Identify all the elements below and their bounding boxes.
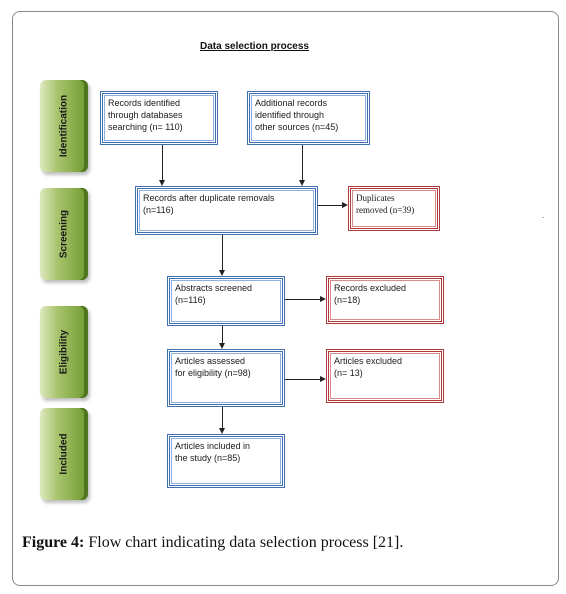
diagram-title: Data selection process xyxy=(200,41,309,52)
connector-line xyxy=(222,407,223,428)
box-duplicates-removed: Duplicates removed (n=39) xyxy=(348,186,440,231)
box-line: (n=18) xyxy=(334,295,361,305)
stage-eligibility: Eligibility xyxy=(34,306,88,398)
connector-line xyxy=(222,235,223,270)
box-articles-assessed: Articles assessed for eligibility (n=98) xyxy=(167,349,285,407)
stage-screening: Screening xyxy=(34,188,88,280)
arrow-head xyxy=(342,202,348,208)
box-line: Records excluded xyxy=(334,283,407,293)
figure-caption: Figure 4: Flow chart indicating data sel… xyxy=(22,534,403,552)
box-line: other sources (n=45) xyxy=(255,122,339,132)
box-line: Duplicates xyxy=(356,193,395,203)
box-line: for eligibility (n=98) xyxy=(175,368,251,378)
box-line: Abstracts screened xyxy=(175,283,253,293)
box-records-excluded: Records excluded (n=18) xyxy=(326,276,444,324)
box-line: identified through xyxy=(255,110,325,120)
stray-mark: . xyxy=(542,211,545,220)
box-line: Records identified xyxy=(108,98,181,108)
box-abstracts-screened: Abstracts screened (n=116) xyxy=(167,276,285,326)
connector-line xyxy=(162,145,163,180)
arrow-head xyxy=(219,270,225,276)
stage-label: Identification xyxy=(58,94,70,158)
caption-label: Figure 4: xyxy=(22,534,85,551)
box-line: searching (n= 110) xyxy=(108,122,183,132)
box-line: (n=116) xyxy=(143,205,174,215)
arrow-head xyxy=(299,180,305,186)
box-line: Records after duplicate removals xyxy=(143,193,275,203)
box-line: through databases xyxy=(108,110,183,120)
box-line: removed (n=39) xyxy=(356,205,415,215)
caption-text: Flow chart indicating data selection pro… xyxy=(84,534,404,551)
stage-identification: Identification xyxy=(34,80,88,172)
connector-line xyxy=(318,205,342,206)
box-additional-records: Additional records identified through ot… xyxy=(247,91,370,145)
connector-line xyxy=(285,379,320,380)
connector-line xyxy=(222,326,223,343)
arrow-head xyxy=(159,180,165,186)
box-records-identified: Records identified through databases sea… xyxy=(100,91,218,145)
connector-line xyxy=(285,299,320,300)
arrow-head xyxy=(219,428,225,434)
box-line: the study (n=85) xyxy=(175,453,241,463)
box-line: Articles excluded xyxy=(334,356,403,366)
box-articles-included: Articles included in the study (n=85) xyxy=(167,434,285,488)
arrow-head xyxy=(320,376,326,382)
stage-label: Included xyxy=(58,433,70,475)
stage-included: Included xyxy=(34,408,88,500)
arrow-head xyxy=(219,343,225,349)
stage-label: Eligibility xyxy=(58,329,70,375)
box-line: (n=116) xyxy=(175,295,206,305)
arrow-head xyxy=(320,296,326,302)
stage-label: Screening xyxy=(58,209,70,259)
box-line: Articles assessed xyxy=(175,356,246,366)
box-after-duplicates: Records after duplicate removals (n=116) xyxy=(135,186,318,235)
box-line: Articles included in xyxy=(175,441,251,451)
connector-line xyxy=(302,145,303,180)
box-line: (n= 13) xyxy=(334,368,363,378)
box-articles-excluded: Articles excluded (n= 13) xyxy=(326,349,444,403)
box-line: Additional records xyxy=(255,98,328,108)
